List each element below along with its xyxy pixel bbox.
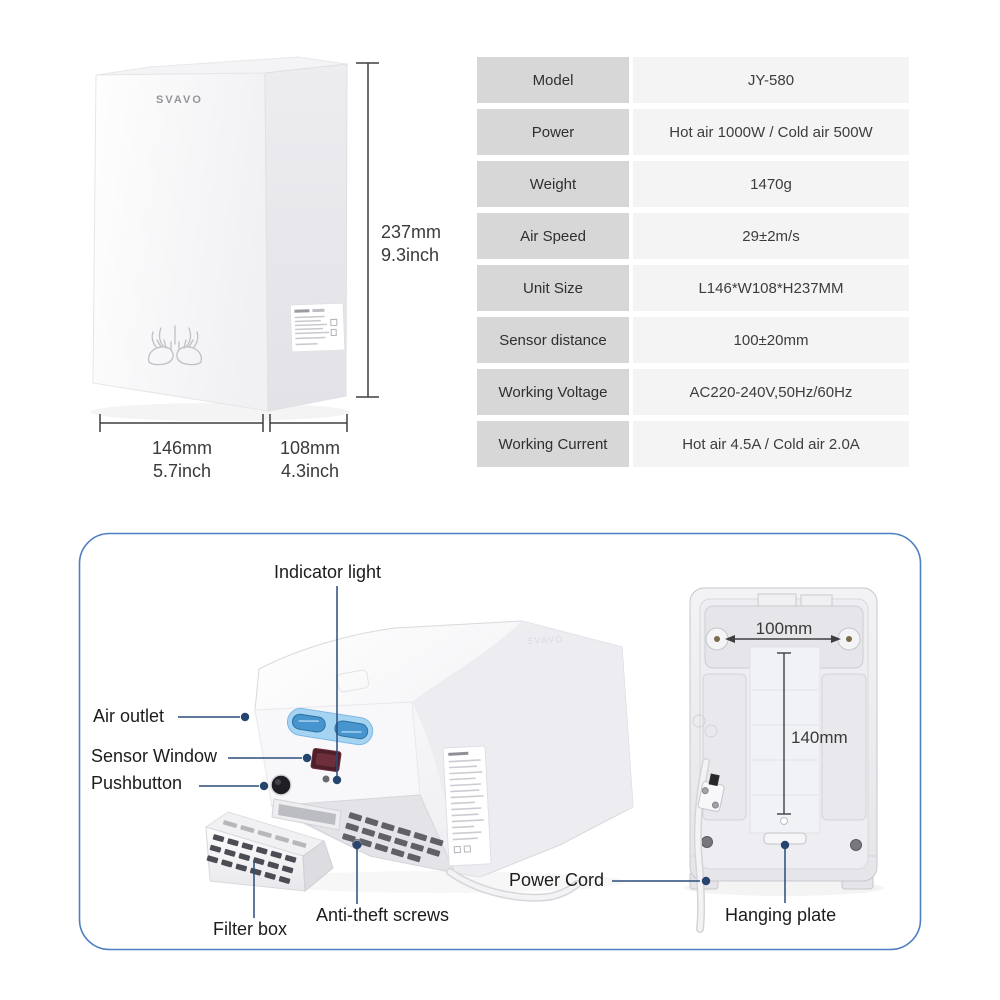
spec-label: Air Speed [477, 213, 629, 259]
callout-dots [240, 712, 790, 886]
spec-value: L146*W108*H237MM [633, 265, 909, 311]
bottom-screw [850, 839, 862, 851]
embossed-logo: SVAVO [527, 634, 565, 646]
embossed-stamp [336, 669, 370, 693]
spec-label: Working Current [477, 421, 629, 467]
spec-label: Sensor distance [477, 317, 629, 363]
spec-row-working-current: Working Current Hot air 4.5A / Cold air … [477, 421, 909, 467]
height-dimension-lines [356, 62, 379, 398]
sensor-window [310, 747, 342, 773]
filter-box [204, 811, 334, 893]
spec-value: Hot air 1000W / Cold air 500W [633, 109, 909, 155]
pushbutton [270, 774, 292, 796]
depth-mm-label: 108mm [279, 438, 341, 458]
vent-louvers [342, 812, 444, 863]
mount-vertical-label: 140mm [791, 728, 848, 747]
callout-pushbutton: Pushbutton [91, 773, 183, 793]
spec-table: Model JY-580 Power Hot air 1000W / Cold … [477, 57, 909, 473]
front-shadow [90, 403, 350, 421]
height-mm-label: 237mm [381, 222, 442, 242]
depth-inch-label: 4.3inch [280, 461, 340, 481]
callout-anti-theft-screws: Anti-theft screws [316, 905, 450, 925]
height-inch-label: 9.3inch [381, 245, 440, 265]
brand-logo: SVAVO [156, 94, 203, 106]
filter-louvers [206, 834, 297, 884]
spec-label: Model [477, 57, 629, 103]
side-rating-sticker [442, 745, 492, 867]
spec-label: Power [477, 109, 629, 155]
cord-clamp [697, 773, 725, 812]
front-edge-line [264, 72, 269, 412]
callout-air-outlet: Air outlet [93, 706, 165, 726]
callout-sensor-window: Sensor Window [91, 746, 218, 766]
width-mm-label: 146mm [151, 438, 213, 458]
top-notch [757, 593, 797, 607]
callout-hanging-plate: Hanging plate [725, 905, 837, 925]
spec-value: JY-580 [633, 57, 909, 103]
spec-row-air-speed: Air Speed 29±2m/s [477, 213, 909, 259]
spec-label: Unit Size [477, 265, 629, 311]
callout-lines [178, 586, 786, 918]
spec-row-power: Power Hot air 1000W / Cold air 500W [477, 109, 909, 155]
back-view-unit [684, 587, 884, 933]
top-notch [800, 594, 833, 607]
front-face [92, 72, 269, 412]
spec-row-model: Model JY-580 [477, 57, 909, 103]
hands-dry-icon [147, 325, 203, 366]
spec-row-sensor-distance: Sensor distance 100±20mm [477, 317, 909, 363]
spec-value: Hot air 4.5A / Cold air 2.0A [633, 421, 909, 467]
spec-label: Weight [477, 161, 629, 207]
mount-spacing-label: 100mm [755, 619, 813, 638]
front-side-face [264, 63, 348, 412]
air-outlet [286, 707, 374, 746]
spec-label: Working Voltage [477, 369, 629, 415]
width-dimension-lines [99, 414, 348, 432]
callout-power-cord: Power Cord [509, 870, 605, 890]
spec-value: AC220-240V,50Hz/60Hz [633, 369, 909, 415]
bottom-screw [701, 836, 713, 848]
panel-border [78, 532, 922, 951]
spec-value: 1470g [633, 161, 909, 207]
spec-row-weight: Weight 1470g [477, 161, 909, 207]
indicator-light [322, 775, 330, 783]
spec-value: 100±20mm [633, 317, 909, 363]
callout-indicator-light: Indicator light [274, 562, 382, 582]
spec-value: 29±2m/s [633, 213, 909, 259]
callout-filter-box: Filter box [213, 919, 288, 939]
mount-dimension-lines [725, 635, 841, 815]
spec-row-unit-size: Unit Size L146*W108*H237MM [477, 265, 909, 311]
front-rating-sticker [289, 302, 346, 353]
spec-row-working-voltage: Working Voltage AC220-240V,50Hz/60Hz [477, 369, 909, 415]
width-inch-label: 5.7inch [152, 461, 212, 481]
front-product-view [90, 56, 350, 421]
